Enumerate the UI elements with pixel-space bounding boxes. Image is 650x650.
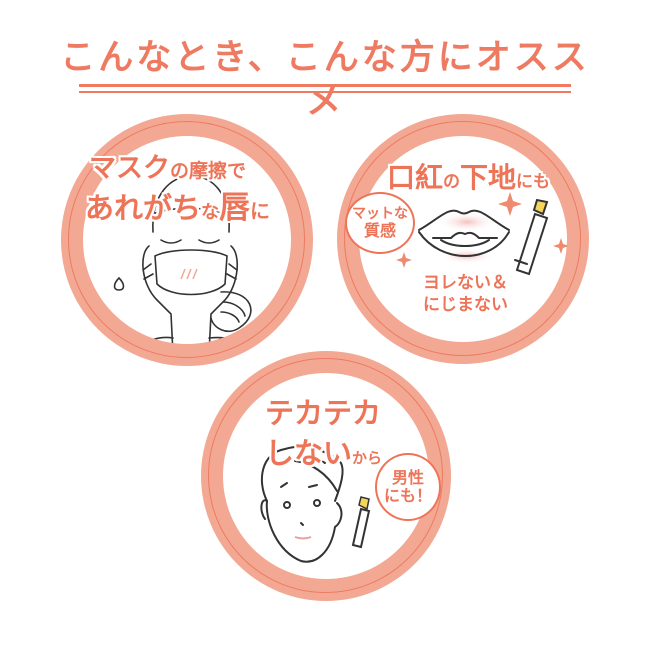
caption-line: にじまない [423, 295, 508, 315]
man-face-icon [260, 445, 371, 563]
title-rule-top [79, 84, 571, 87]
headline-big-text: テカテカ [265, 396, 382, 430]
page-title: こんなとき、こんな方にオススメ [60, 38, 590, 122]
headline-small-text: の [443, 172, 461, 192]
headline-big-text: あれがち [85, 191, 202, 225]
lips-and-lipstick-icon [396, 192, 569, 276]
headline-big-text: 下地 [460, 161, 517, 194]
bubble-text: 男性 [391, 467, 424, 487]
ring-line [208, 358, 443, 593]
mask-headline-line2: あれがちな唇に [85, 182, 270, 227]
headline-big-text: マスク [89, 153, 170, 184]
headline-small-text: の摩擦で [170, 160, 247, 182]
headline-small-text: にも [516, 172, 551, 192]
ring-line [344, 121, 581, 356]
base-headline: 口紅の下地にも [387, 156, 550, 196]
title-rule-bottom [79, 91, 571, 93]
matte-bubble: マットな 質感 [345, 192, 415, 254]
bubble-text: マットな [352, 205, 408, 222]
bubble-text: にも！ [383, 486, 432, 505]
panel-mask: マスクの摩擦で あれがちな唇に [61, 114, 313, 366]
headline-small-text: な [201, 202, 220, 223]
headline-small-text: に [250, 199, 271, 223]
mask-headline-line1: マスクの摩擦で [89, 146, 246, 185]
ring-line [68, 121, 305, 358]
panel-lipstick-base: 口紅の下地にも マットな 質感 ヨレない＆ にじまない [337, 114, 589, 364]
men-headline: テカテカ しないから [265, 393, 382, 478]
men-bubble: 男性 にも！ [375, 453, 441, 521]
woman-wearing-mask-icon [113, 175, 258, 344]
base-caption: ヨレない＆ にじまない [423, 272, 508, 316]
ring-face [83, 136, 291, 344]
caption-line: ヨレない＆ [423, 273, 508, 293]
headline-big-text: しない [265, 436, 353, 470]
headline-small-text: から [352, 449, 383, 467]
bubble-text: 質感 [363, 220, 396, 240]
panel-men: テカテカ しないから 男性 にも！ [201, 351, 451, 601]
headline-big-text: 口紅 [387, 161, 444, 194]
headline-big-text: 唇 [219, 190, 251, 226]
